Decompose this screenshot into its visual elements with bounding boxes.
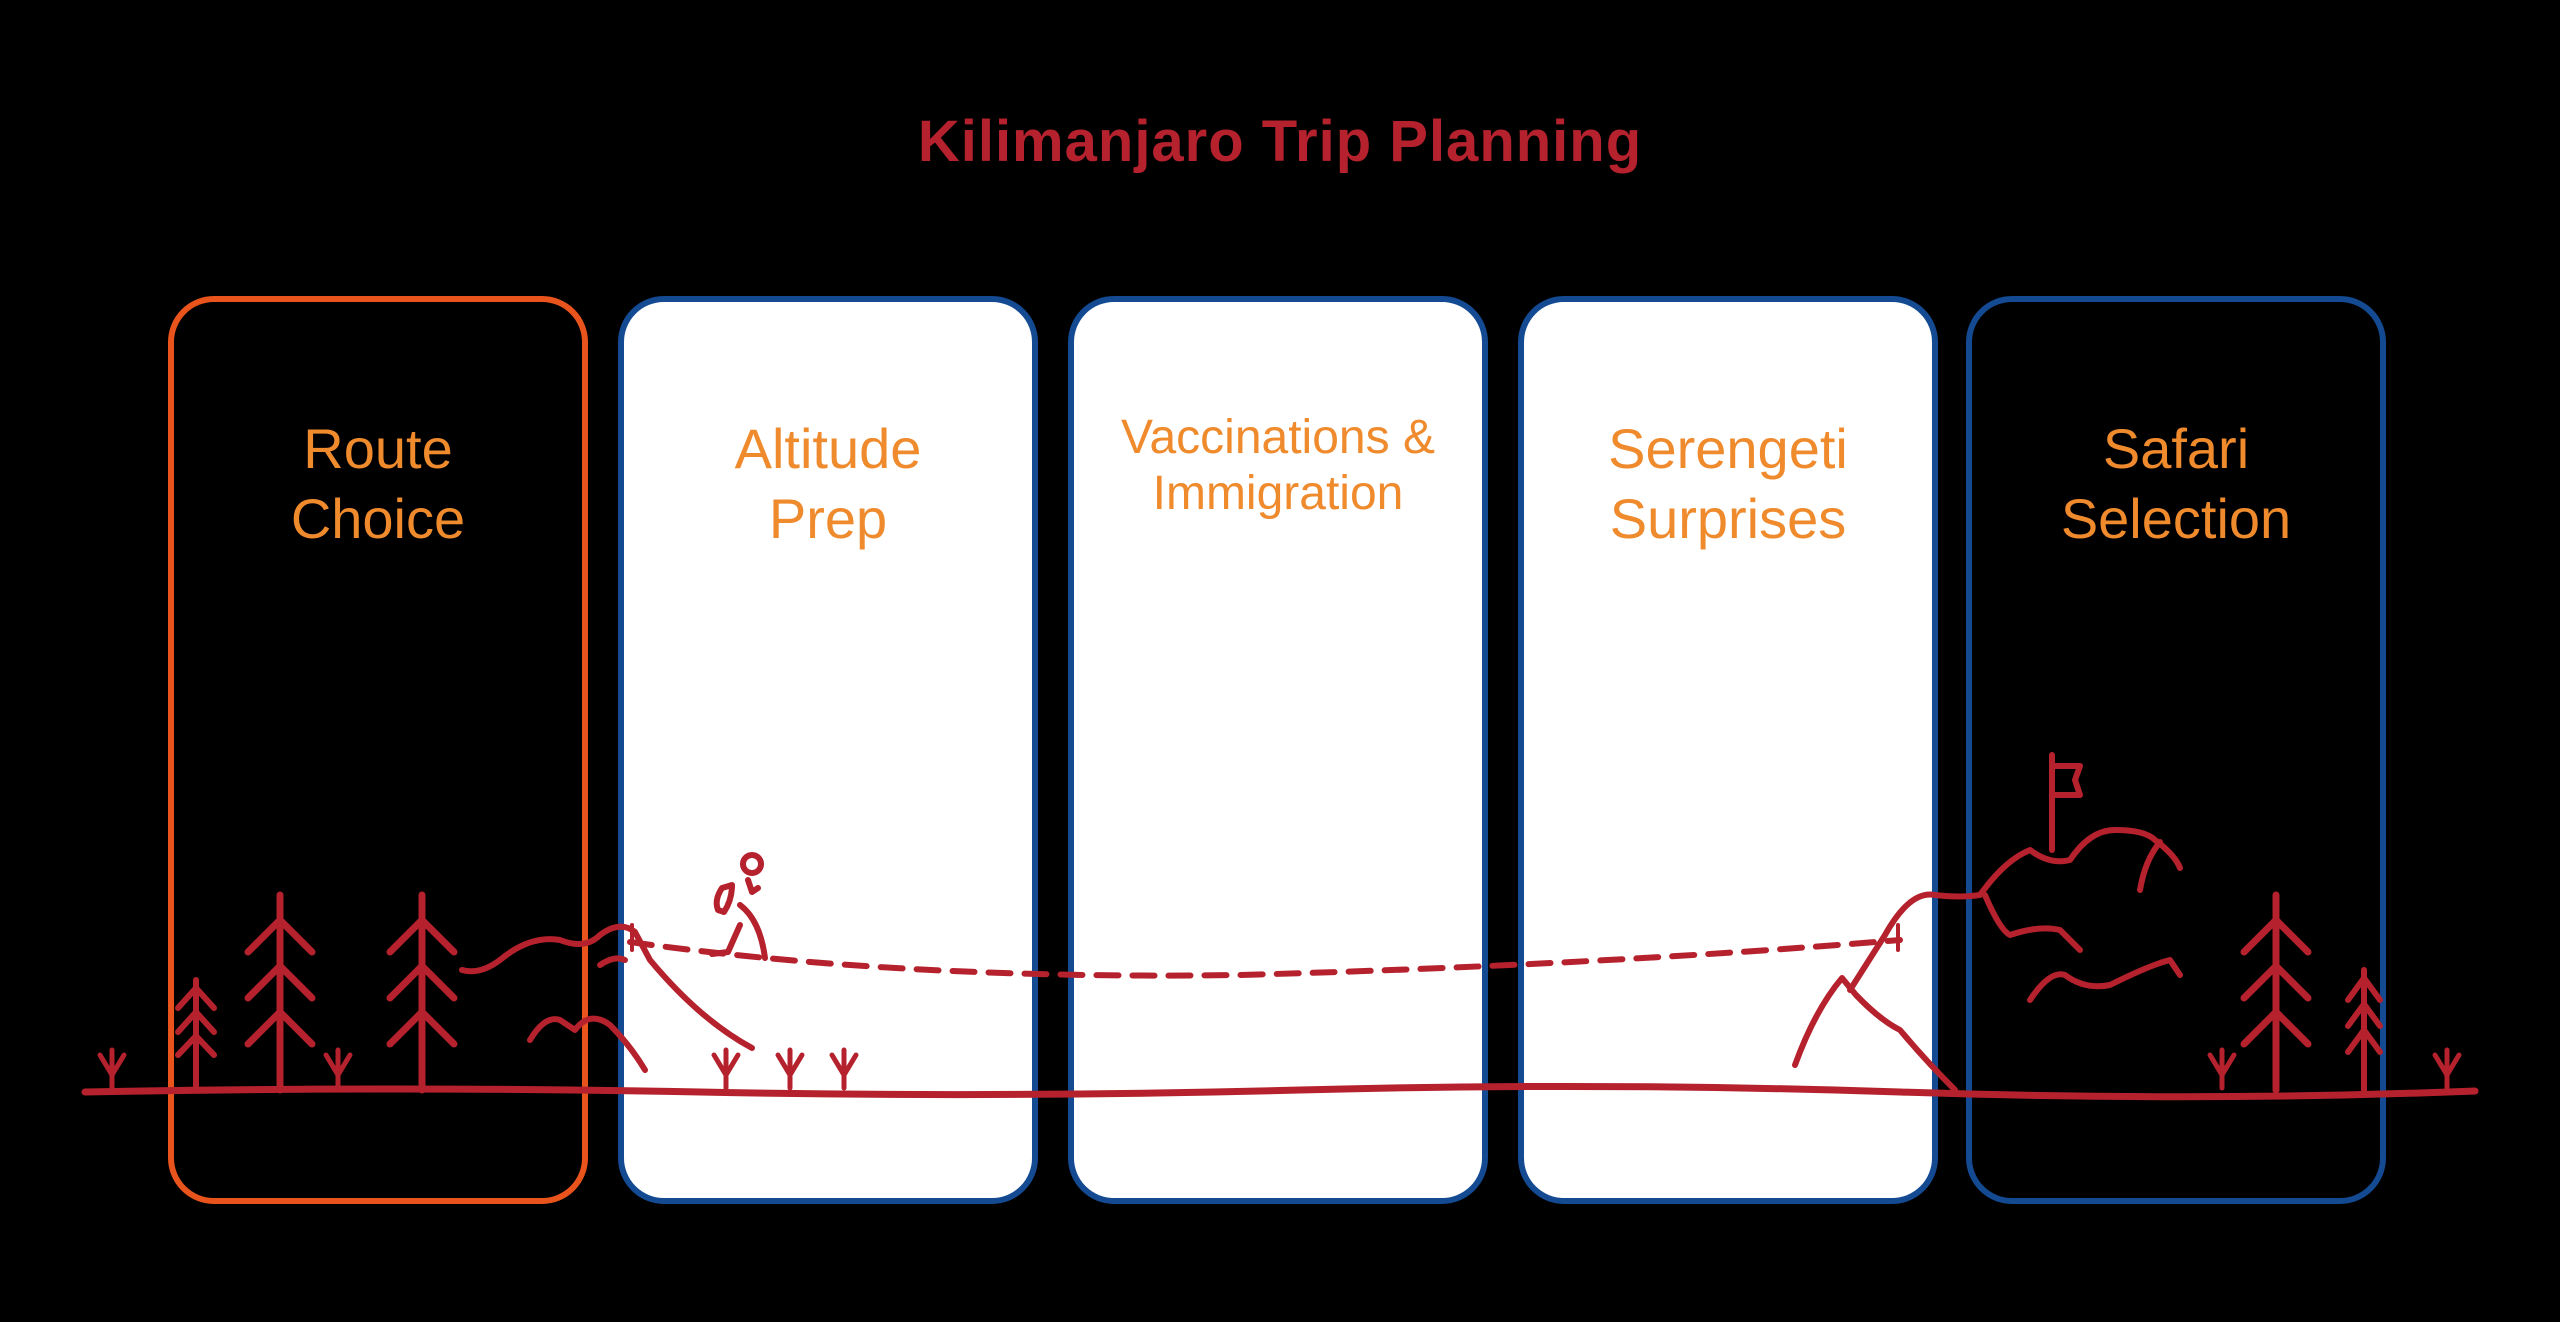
diagram-title: Kilimanjaro Trip Planning	[917, 109, 1643, 174]
card-label-line: Choice	[290, 487, 466, 550]
card-label-line: Route	[303, 417, 453, 480]
card-label-line: Vaccinations &	[1121, 411, 1435, 464]
card-route-choice: Route Choice	[168, 296, 588, 1204]
card-label-line: Immigration	[1152, 467, 1404, 520]
card-vaccinations-immigration: Vaccinations & Immigration	[1068, 296, 1488, 1204]
card-label: Safari Selection	[1972, 414, 2380, 554]
card-label-line: Serengeti	[1608, 417, 1848, 480]
card-label: Serengeti Surprises	[1524, 414, 1932, 554]
card-label: Route Choice	[174, 414, 582, 554]
card-serengeti-surprises: Serengeti Surprises	[1518, 296, 1938, 1204]
card-label-line: Surprises	[1609, 487, 1847, 550]
card-label-line: Safari	[2102, 417, 2250, 480]
card-label: Vaccinations & Immigration	[1074, 410, 1482, 522]
card-altitude-prep: Altitude Prep	[618, 296, 1038, 1204]
card-label-line: Selection	[2060, 487, 2292, 550]
card-label-line: Altitude	[734, 417, 922, 480]
card-label: Altitude Prep	[624, 414, 1032, 554]
card-safari-selection: Safari Selection	[1966, 296, 2386, 1204]
card-label-line: Prep	[768, 487, 888, 550]
